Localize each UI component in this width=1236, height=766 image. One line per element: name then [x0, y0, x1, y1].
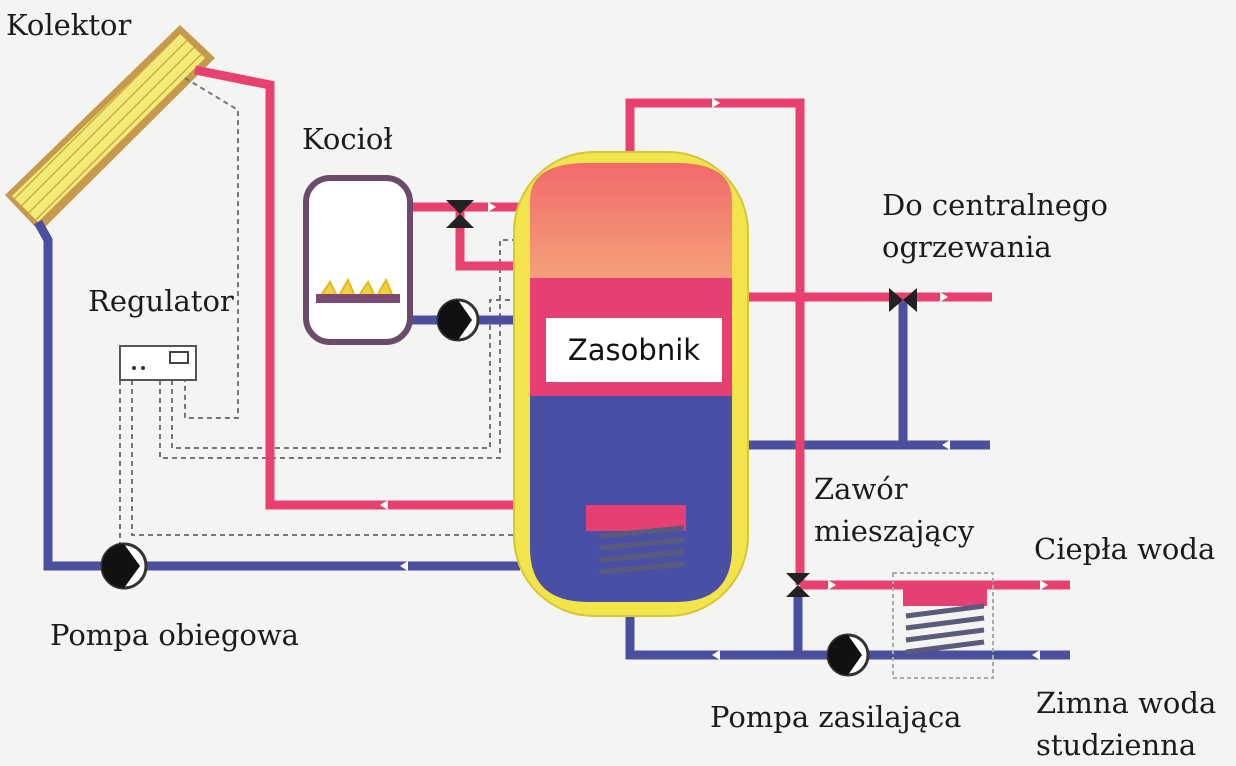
label-central-heating-line2: ogrzewania: [882, 230, 1052, 264]
flow-arrows: [380, 98, 1048, 660]
boiler-bypass-pipe: [455, 210, 528, 271]
label-kociol: Kocioł: [302, 122, 393, 156]
cold-water-pipe: [625, 612, 1070, 660]
collector-flow-pipe: [194, 65, 688, 510]
regulator-box: [119, 345, 197, 381]
label-cold-water-line2: studzienna: [1036, 728, 1197, 762]
hot-water-exchanger: [892, 572, 994, 679]
label-supply-pump: Pompa zasilająca: [710, 700, 962, 734]
solar-coil: [586, 505, 686, 575]
label-kolektor: Kolektor: [6, 8, 132, 42]
wire-tank-sensor-low: [131, 380, 520, 536]
wire-tank-sensor-top: [159, 239, 520, 459]
solar-collector: [5, 25, 215, 232]
heating-mixing-valve[interactable]: [889, 288, 917, 312]
supply-pump[interactable]: [826, 633, 870, 677]
label-zasobnik: Zasobnik: [567, 333, 701, 367]
label-cold-water-line1: Zimna woda: [1036, 686, 1217, 720]
boiler: [303, 175, 413, 345]
collector-return-pipe: [34, 219, 520, 571]
label-hot-water: Ciepła woda: [1034, 532, 1216, 566]
boiler-mixing-valve[interactable]: [446, 200, 474, 228]
label-regulator: Regulator: [88, 284, 234, 318]
hot-water-mixing-valve[interactable]: [786, 573, 810, 597]
label-mixing-valve-line2: mieszający: [814, 514, 975, 548]
circulation-pump[interactable]: [100, 542, 148, 590]
wire-collector-sensor: [184, 77, 239, 419]
label-circulation-pump: Pompa obiegowa: [50, 618, 299, 652]
boiler-pump[interactable]: [436, 298, 480, 342]
label-mixing-valve-line1: Zawór: [814, 472, 908, 506]
control-wires: [119, 77, 520, 548]
cold-pipes: [34, 219, 1070, 660]
label-central-heating-line1: Do centralnego: [882, 188, 1108, 222]
